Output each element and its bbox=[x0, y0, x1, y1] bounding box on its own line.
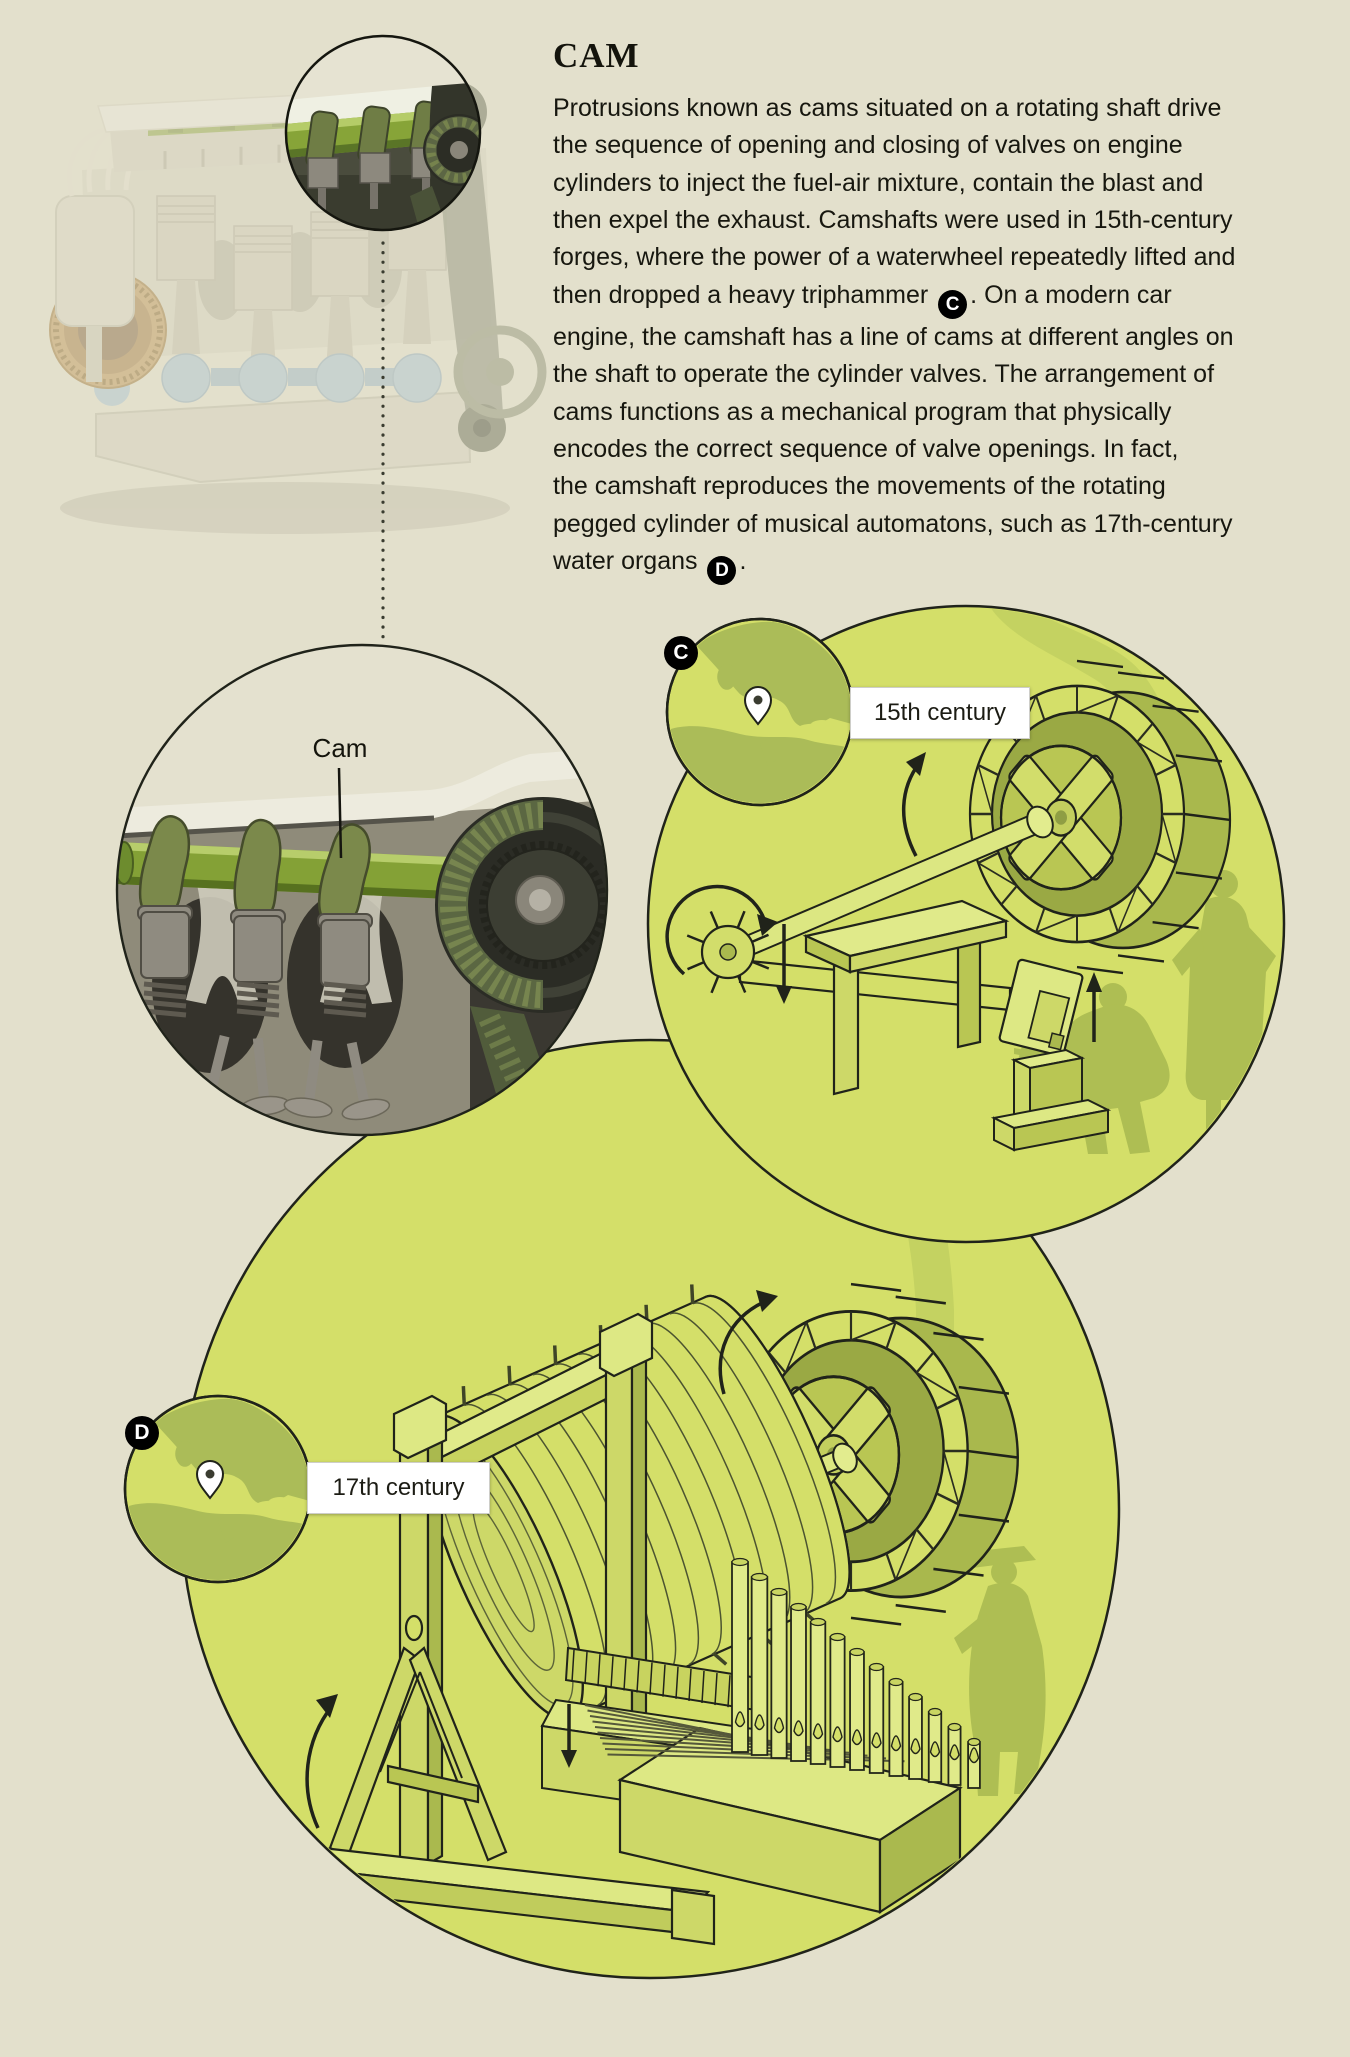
bench bbox=[802, 899, 1010, 1096]
article-text: Protrusions known as cams situated on a … bbox=[553, 90, 1343, 586]
water-flow bbox=[986, 608, 1184, 934]
rotation-arrows bbox=[665, 760, 1096, 1042]
article-line: then expel the exhaust. Camshafts were u… bbox=[553, 206, 1233, 235]
period-label-15th-century: 15th century bbox=[850, 687, 1030, 739]
closeup-ring bbox=[115, 643, 609, 1137]
article-line: engine, the camshaft has a line of cams … bbox=[553, 322, 1234, 351]
organ-pipes bbox=[731, 1557, 981, 1789]
article-line: forges, where the power of a waterwheel … bbox=[553, 243, 1236, 272]
cam-pointer-line bbox=[337, 767, 343, 859]
article-line: cylinders to inject the fuel-air mixture… bbox=[553, 168, 1204, 197]
badge-c: C bbox=[664, 636, 698, 670]
triphammer-head bbox=[998, 958, 1084, 1057]
magnifier-ring bbox=[284, 34, 482, 232]
period-label-17th-century: 17th century bbox=[307, 1462, 490, 1514]
page-title: CAM bbox=[553, 36, 640, 75]
cam-pinwheel bbox=[686, 910, 770, 994]
cam-callout-label: Cam bbox=[312, 733, 368, 763]
support-frame bbox=[260, 1312, 716, 1946]
badge-d: D bbox=[125, 1416, 159, 1450]
article-line: cams functions as a mechanical program t… bbox=[553, 397, 1172, 426]
article-line: pegged cylinder of musical automatons, s… bbox=[553, 509, 1233, 538]
anvil bbox=[990, 1048, 1112, 1152]
article-line: encodes the correct sequence of valve op… bbox=[553, 434, 1179, 463]
valve-tappets bbox=[137, 905, 373, 1018]
cam-lobes bbox=[138, 815, 371, 928]
article-line: then dropped a heavy triphammer C. On a … bbox=[553, 277, 1343, 319]
camshaft-closeup-view bbox=[118, 646, 606, 1134]
badge-d-inline: D bbox=[707, 556, 737, 586]
article-line: the shaft to operate the cylinder valves… bbox=[553, 360, 1215, 389]
rotation-arrows bbox=[305, 1300, 765, 1829]
badge-c-inline: C bbox=[938, 289, 968, 319]
article-line: water organs D. bbox=[553, 543, 1343, 586]
silhouette-17th-century-figure bbox=[954, 1546, 1046, 1796]
article-line: the sequence of opening and closing of v… bbox=[553, 131, 1183, 160]
article-line: Protrusions known as cams situated on a … bbox=[553, 94, 1222, 122]
d-scene-17th-century-water-organ bbox=[179, 1038, 1121, 1980]
article-line: the camshaft reproduces the movements of… bbox=[553, 472, 1166, 501]
